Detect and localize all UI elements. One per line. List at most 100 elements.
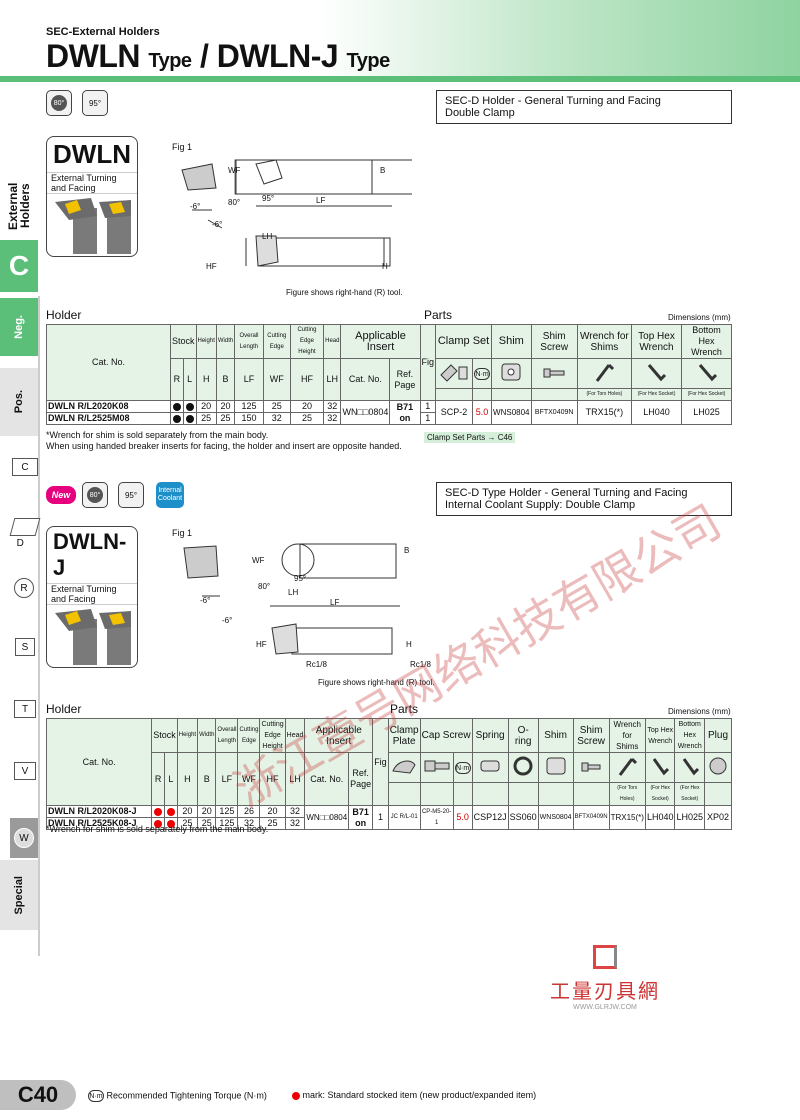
- top-hex-icon: [630, 358, 683, 389]
- dim-hf-1: HF: [206, 262, 217, 271]
- tab-special[interactable]: Special: [0, 860, 38, 930]
- shim-icon: [491, 358, 532, 389]
- nm-icon: N·m: [88, 1090, 104, 1102]
- tab-neg[interactable]: Neg.: [0, 298, 38, 356]
- dims-note-2: Dimensions (mm): [668, 707, 731, 716]
- fig-label-1: Fig 1: [172, 142, 193, 152]
- red-dot-icon: [292, 1091, 300, 1100]
- notes-1: *Wrench for shim is sold separately from…: [46, 430, 402, 451]
- drawing-dwln: [181, 159, 412, 267]
- fig-note-1: Figure shows right-hand (R) tool.: [286, 288, 403, 297]
- shim-screw-icon-2: [572, 752, 610, 783]
- tab-c[interactable]: C: [0, 240, 38, 292]
- header-band: [0, 76, 800, 82]
- dim-80-2: 80°: [258, 582, 271, 591]
- dim-6a-2: -6°: [200, 596, 211, 605]
- torx-wrench-icon-2: [608, 752, 646, 783]
- title-type-b: Type: [346, 50, 391, 72]
- holder-title-1: Holder: [46, 308, 82, 322]
- section-kicker: SEC-External Holders: [46, 26, 160, 38]
- title-dwln: DWLN: [46, 38, 140, 74]
- title-type-a: Type: [148, 50, 192, 72]
- top-hex-icon-2: [644, 752, 676, 783]
- shape-w-tab[interactable]: W: [10, 818, 38, 858]
- logo-icon: [593, 945, 617, 969]
- tab-divider: [38, 296, 40, 956]
- torx-wrench-icon: [576, 358, 632, 389]
- clamp-icon: [435, 358, 474, 389]
- dim-rc-b: Rc1/8: [410, 660, 431, 669]
- parts-title-2: Parts: [390, 702, 419, 716]
- page-header: SEC-External Holders DWLN Type / DWLN-J …: [0, 0, 800, 82]
- internal-coolant-badge: Internal Coolant: [156, 482, 184, 508]
- product-box-dwln: DWLN External Turning and Facing: [46, 136, 138, 257]
- plug-icon: [704, 752, 732, 783]
- fig-label-2: Fig 1: [172, 528, 193, 538]
- shape-s-icon[interactable]: S: [15, 638, 35, 656]
- shape-v-icon[interactable]: V: [14, 762, 36, 780]
- bottom-hex-icon-2: [674, 752, 705, 783]
- dim-rc-a: Rc1/8: [306, 660, 327, 669]
- clamp-plate-icon: [387, 752, 421, 783]
- desc-box-2: SEC-D Type Holder - General Turning and …: [436, 482, 732, 516]
- product-image-j: [47, 605, 137, 667]
- oring-icon: [507, 752, 539, 783]
- shape-t-icon[interactable]: T: [14, 700, 36, 718]
- dim-lf-1: LF: [316, 196, 326, 205]
- spec-table-2: Cat. No. Stock Height Width Overall Leng…: [45, 718, 732, 830]
- tab-external-holders[interactable]: External Holders: [0, 176, 38, 236]
- desc-box-1: SEC-D Holder - General Turning and Facin…: [436, 90, 732, 124]
- dims-note-1: Dimensions (mm): [668, 313, 731, 322]
- tab-pos[interactable]: Pos.: [0, 368, 38, 436]
- dim-95-1: 95°: [262, 194, 275, 203]
- dim-h-1: H: [382, 262, 388, 271]
- dim-wf-2: WF: [252, 556, 265, 565]
- notes-2: *Wrench for shim is sold separately from…: [46, 824, 269, 834]
- dim-6b-2: -6°: [222, 616, 233, 625]
- dim-95-2: 95°: [294, 574, 307, 583]
- angle-95-badge-2: 95°: [118, 482, 144, 508]
- bottom-hex-icon: [681, 358, 732, 389]
- shape-c-icon[interactable]: C: [12, 458, 38, 476]
- spec-table-1: Cat. No. Stock Height Width Overall Leng…: [46, 324, 732, 425]
- title-dwln-j: DWLN-J: [216, 38, 339, 74]
- cap-screw-icon: [419, 752, 454, 783]
- product-box-dwln-j: DWLN-J External Turning and Facing: [46, 526, 138, 668]
- insert-80-badge: 80°: [46, 90, 72, 116]
- torque-legend: N·m Recommended Tightening Torque (N·m): [88, 1090, 267, 1102]
- fig-note-2: Figure shows right-hand (R) tool.: [318, 678, 435, 687]
- shim-screw-icon: [530, 358, 578, 389]
- insert-80-badge-2: 80°: [82, 482, 108, 508]
- parts-title-1: Parts: [424, 308, 453, 322]
- page-title: DWLN Type / DWLN-J Type: [46, 38, 390, 75]
- title-sep: /: [191, 38, 217, 74]
- dim-hf-2: HF: [256, 640, 267, 649]
- angle-95-badge: 95°: [82, 90, 108, 116]
- site-logo: 工量刃具網 WWW.GLRJW.COM: [535, 945, 675, 1011]
- dim-80-1: 80°: [228, 198, 241, 207]
- shim-icon-2: [537, 752, 574, 783]
- torque-icon-2: N·m: [452, 752, 473, 783]
- shape-d-icon[interactable]: D: [9, 518, 41, 549]
- shape-r-icon[interactable]: R: [14, 578, 34, 598]
- product-name: DWLN: [53, 139, 131, 169]
- dim-h-2: H: [406, 640, 412, 649]
- dim-b-1: B: [380, 166, 386, 175]
- dim-6b-1: -6°: [212, 220, 223, 229]
- new-badge: New: [46, 486, 76, 504]
- dim-lf-2: LF: [330, 598, 340, 607]
- product-name-j: DWLN-J: [53, 529, 127, 580]
- product-subtitle-j: External Turning and Facing: [47, 583, 137, 605]
- dim-b-2: B: [404, 546, 410, 555]
- clamp-set-parts-link[interactable]: Clamp Set Parts → C46: [424, 432, 516, 443]
- dim-lh-2: LH: [288, 588, 299, 597]
- holder-title-2: Holder: [46, 702, 82, 716]
- dim-6a-1: -6°: [190, 202, 201, 211]
- stock-legend: mark: Standard stocked item (new product…: [292, 1090, 536, 1100]
- dim-wf-1: WF: [228, 166, 241, 175]
- torque-icon: N·m: [472, 358, 493, 389]
- dim-lh-1: LH: [262, 232, 273, 241]
